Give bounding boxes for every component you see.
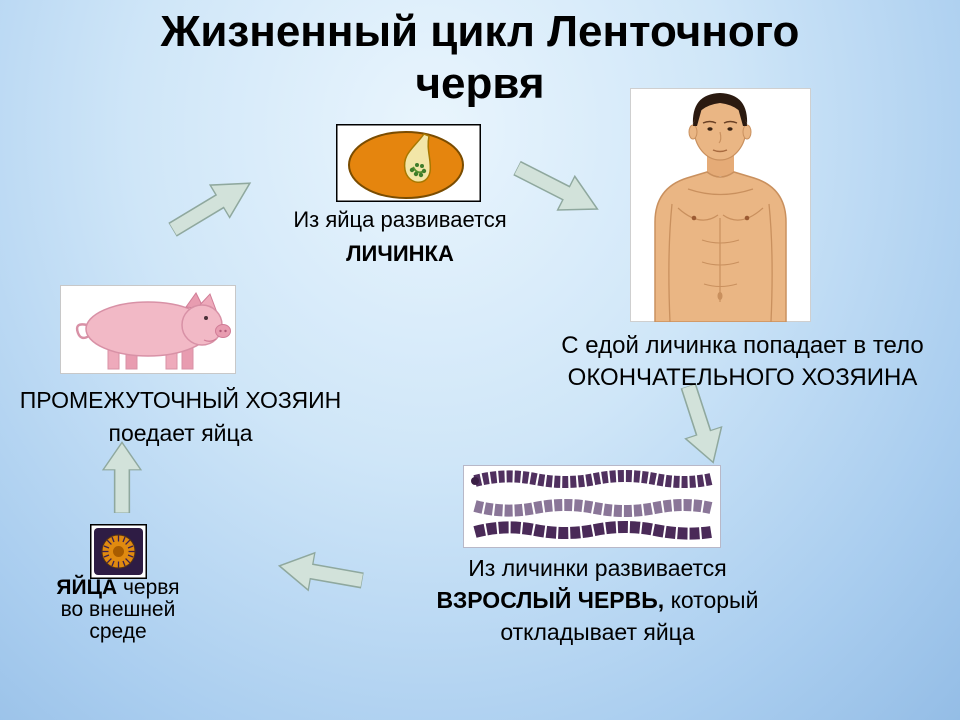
intermediate-host-caption-line1: ПРОМЕЖУТОЧНЫЙ ХОЗЯИН	[19, 387, 342, 413]
final-host-caption-line1: С едой личинка попадает в тело	[561, 332, 924, 359]
final-host-caption: С едой личинка попадает в тело ОКОНЧАТЕЛ…	[545, 330, 940, 395]
slide-title-line2: червя	[415, 58, 545, 108]
eggs-caption-line1-bold: ЯЙЦА	[56, 576, 118, 599]
slide-title: Жизненный цикл Ленточного червя	[0, 6, 960, 110]
pig-illustration	[60, 285, 236, 374]
eggs-caption-line1: ЯЙЦА червя	[33, 576, 203, 599]
arrow-eggs-to-pig-icon	[101, 441, 143, 513]
arrow-human-to-worm-icon	[668, 380, 733, 471]
adult-worm-caption-line1: Из личинки развивается	[468, 555, 727, 581]
larva-caption: Из яйца развивается ЛИЧИНКА	[275, 203, 525, 271]
human-torso-illustration	[630, 88, 811, 322]
adult-worm-caption: Из личинки развивается ВЗРОСЛЫЙ ЧЕРВЬ, к…	[430, 552, 765, 649]
slide-title-line1: Жизненный цикл Ленточного	[160, 7, 800, 56]
tapeworm-illustration	[463, 465, 721, 548]
larva-caption-line2: ЛИЧИНКА	[346, 241, 454, 267]
eggs-caption-line2: во внешней	[60, 598, 176, 622]
adult-worm-caption-line2-regular: который	[664, 587, 759, 614]
intermediate-host-caption: ПРОМЕЖУТОЧНЫЙ ХОЗЯИН поедает яйца	[8, 384, 353, 451]
final-host-caption-line2: ОКОНЧАТЕЛЬНОГО ХОЗЯИНА	[567, 364, 918, 392]
arrow-larva-to-human-icon	[507, 149, 608, 228]
adult-worm-caption-line2-bold: ВЗРОСЛЫЙ ЧЕРВЬ,	[436, 587, 665, 614]
larva-caption-line1: Из яйца развивается	[293, 207, 507, 232]
arrow-worm-to-eggs-icon	[274, 545, 366, 601]
adult-worm-caption-line2: ВЗРОСЛЫЙ ЧЕРВЬ, который	[430, 584, 765, 616]
intermediate-host-caption-line2: поедает яйца	[108, 420, 253, 447]
eggs-caption: ЯЙЦА червя во внешней среде	[33, 576, 203, 644]
eggs-caption-line1-regular: червя	[117, 576, 180, 599]
worm-eggs-illustration	[90, 524, 147, 579]
arrow-pig-to-larva-icon	[162, 164, 262, 247]
eggs-caption-line3: среде	[89, 620, 147, 644]
adult-worm-caption-line3: откладывает яйца	[500, 619, 695, 646]
egg-with-larva-illustration	[336, 124, 481, 202]
